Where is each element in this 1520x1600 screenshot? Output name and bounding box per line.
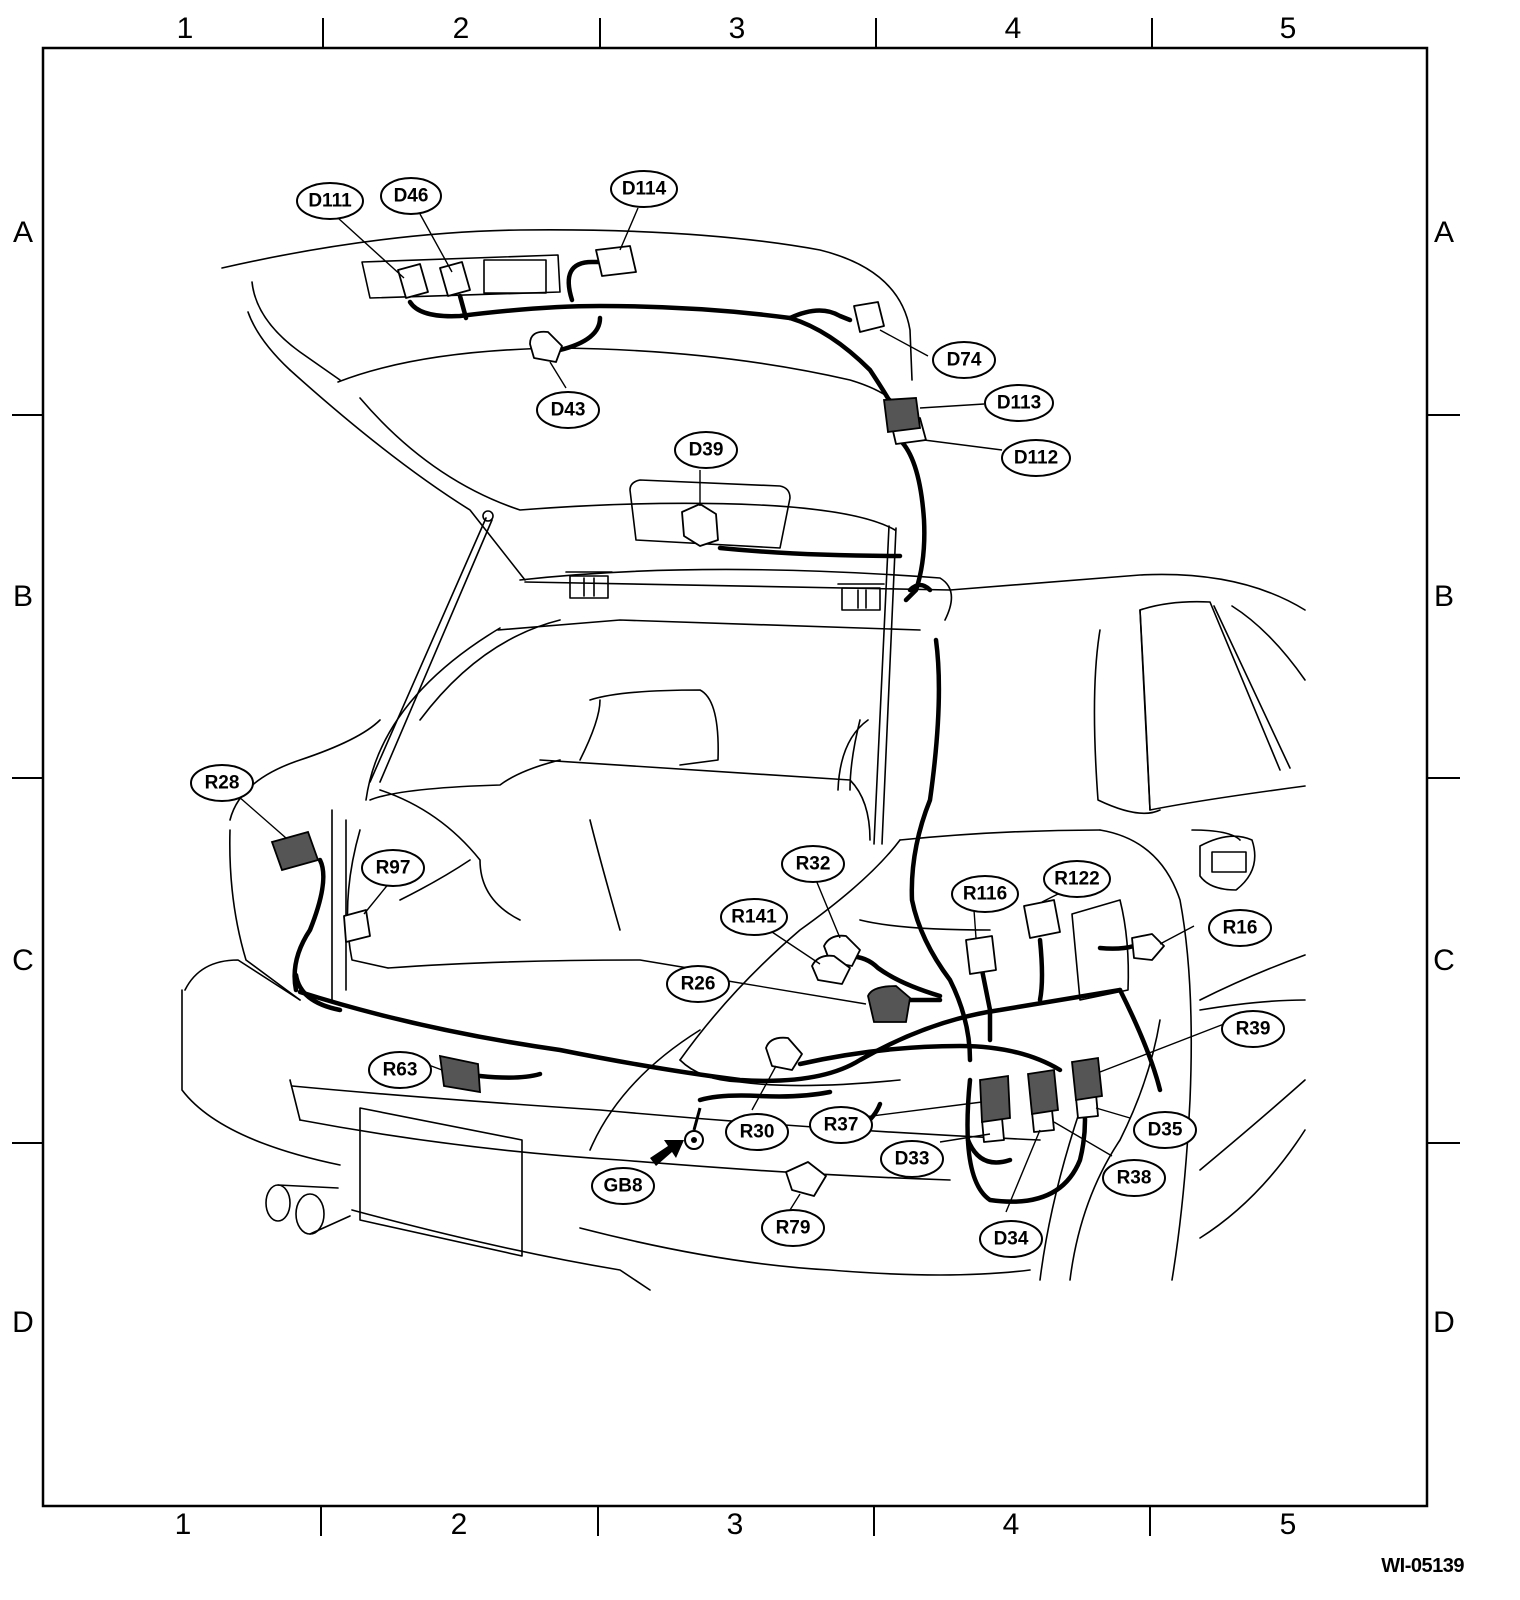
label-d113: D113 bbox=[997, 393, 1041, 414]
label-r39: R39 bbox=[1236, 1019, 1271, 1040]
callout-r28[interactable]: R28 bbox=[190, 764, 254, 802]
label-d114: D114 bbox=[622, 179, 667, 200]
callout-d112[interactable]: D112 bbox=[1001, 439, 1071, 477]
figure-id: WI-05139 bbox=[1381, 1555, 1464, 1577]
callout-r38[interactable]: R38 bbox=[1102, 1159, 1166, 1197]
callout-r16[interactable]: R16 bbox=[1208, 909, 1272, 947]
grid-col-bottom-4: 4 bbox=[1002, 1508, 1020, 1541]
label-r16: R16 bbox=[1223, 918, 1258, 939]
label-d33: D33 bbox=[895, 1149, 930, 1170]
label-gb8: GB8 bbox=[603, 1176, 642, 1197]
label-d39: D39 bbox=[689, 440, 724, 461]
leader-lines bbox=[237, 207, 1225, 1213]
callouts: D111 D46 D114 D74 D43 D113 D112 D39 R28 … bbox=[190, 170, 1285, 1258]
callout-r116[interactable]: R116 bbox=[951, 875, 1019, 913]
grid-ticks bbox=[12, 18, 1460, 1536]
label-d111: D111 bbox=[308, 191, 352, 212]
callout-r32[interactable]: R32 bbox=[781, 845, 845, 883]
callout-d46[interactable]: D46 bbox=[380, 177, 442, 215]
callout-d39[interactable]: D39 bbox=[674, 431, 738, 469]
label-r63: R63 bbox=[383, 1060, 418, 1081]
label-r141: R141 bbox=[731, 907, 777, 928]
callout-d34[interactable]: D34 bbox=[979, 1220, 1043, 1258]
callout-d35[interactable]: D35 bbox=[1133, 1111, 1197, 1149]
grid-col-top-2: 2 bbox=[452, 12, 470, 45]
label-d43: D43 bbox=[551, 400, 586, 421]
callout-d111[interactable]: D111 bbox=[296, 182, 364, 220]
callout-r30[interactable]: R30 bbox=[725, 1113, 789, 1151]
grid-row-left-d: D bbox=[12, 1306, 34, 1339]
callout-r39[interactable]: R39 bbox=[1221, 1010, 1285, 1048]
callout-r97[interactable]: R97 bbox=[361, 849, 425, 887]
grid-row-right-d: D bbox=[1433, 1306, 1455, 1339]
grid-row-left-a: A bbox=[12, 216, 33, 249]
callout-d74[interactable]: D74 bbox=[932, 341, 996, 379]
grid-row-left-c: C bbox=[12, 944, 34, 977]
callout-d43[interactable]: D43 bbox=[536, 391, 600, 429]
grid-col-bottom-5: 5 bbox=[1279, 1508, 1297, 1541]
label-d112: D112 bbox=[1014, 448, 1058, 469]
callout-r37[interactable]: R37 bbox=[809, 1106, 873, 1144]
grid-col-top-4: 4 bbox=[1004, 12, 1022, 45]
label-d46: D46 bbox=[394, 186, 429, 207]
callout-d114[interactable]: D114 bbox=[610, 170, 678, 208]
label-d34: D34 bbox=[994, 1229, 1029, 1250]
grid-col-top-1: 1 bbox=[176, 12, 194, 45]
grid-col-bottom-2: 2 bbox=[450, 1508, 468, 1541]
label-r26: R26 bbox=[681, 974, 716, 995]
callout-d33[interactable]: D33 bbox=[880, 1140, 944, 1178]
grid-row-right-c: C bbox=[1433, 944, 1455, 977]
grid-col-top-5: 5 bbox=[1279, 12, 1297, 45]
callout-r122[interactable]: R122 bbox=[1043, 860, 1111, 898]
label-r37: R37 bbox=[824, 1115, 859, 1136]
callout-d113[interactable]: D113 bbox=[984, 384, 1054, 422]
label-r28: R28 bbox=[205, 773, 240, 794]
grid-row-right-a: A bbox=[1433, 216, 1454, 249]
label-r97: R97 bbox=[376, 858, 411, 879]
callout-r79[interactable]: R79 bbox=[761, 1209, 825, 1247]
label-r116: R116 bbox=[963, 884, 1007, 905]
grid-col-bottom-3: 3 bbox=[726, 1508, 744, 1541]
grid-col-bottom-1: 1 bbox=[174, 1508, 192, 1541]
grid-row-left-b: B bbox=[12, 580, 33, 613]
callout-r141[interactable]: R141 bbox=[720, 898, 788, 936]
connector-blocks bbox=[343, 245, 1165, 1197]
car-body-outline bbox=[181, 229, 1306, 1291]
label-d74: D74 bbox=[947, 350, 982, 371]
label-r30: R30 bbox=[740, 1122, 775, 1143]
label-r122: R122 bbox=[1054, 869, 1099, 890]
grid-row-right-b: B bbox=[1433, 580, 1454, 613]
grid-col-top-3: 3 bbox=[728, 12, 746, 45]
callout-r63[interactable]: R63 bbox=[368, 1051, 432, 1089]
callout-gb8[interactable]: GB8 bbox=[591, 1167, 655, 1205]
ground-terminal bbox=[650, 1107, 704, 1166]
label-r38: R38 bbox=[1117, 1168, 1152, 1189]
connector-blocks-dark bbox=[270, 397, 1103, 1124]
label-r79: R79 bbox=[776, 1218, 811, 1239]
callout-r26[interactable]: R26 bbox=[666, 965, 730, 1003]
label-r32: R32 bbox=[796, 854, 831, 875]
label-d35: D35 bbox=[1148, 1120, 1183, 1141]
